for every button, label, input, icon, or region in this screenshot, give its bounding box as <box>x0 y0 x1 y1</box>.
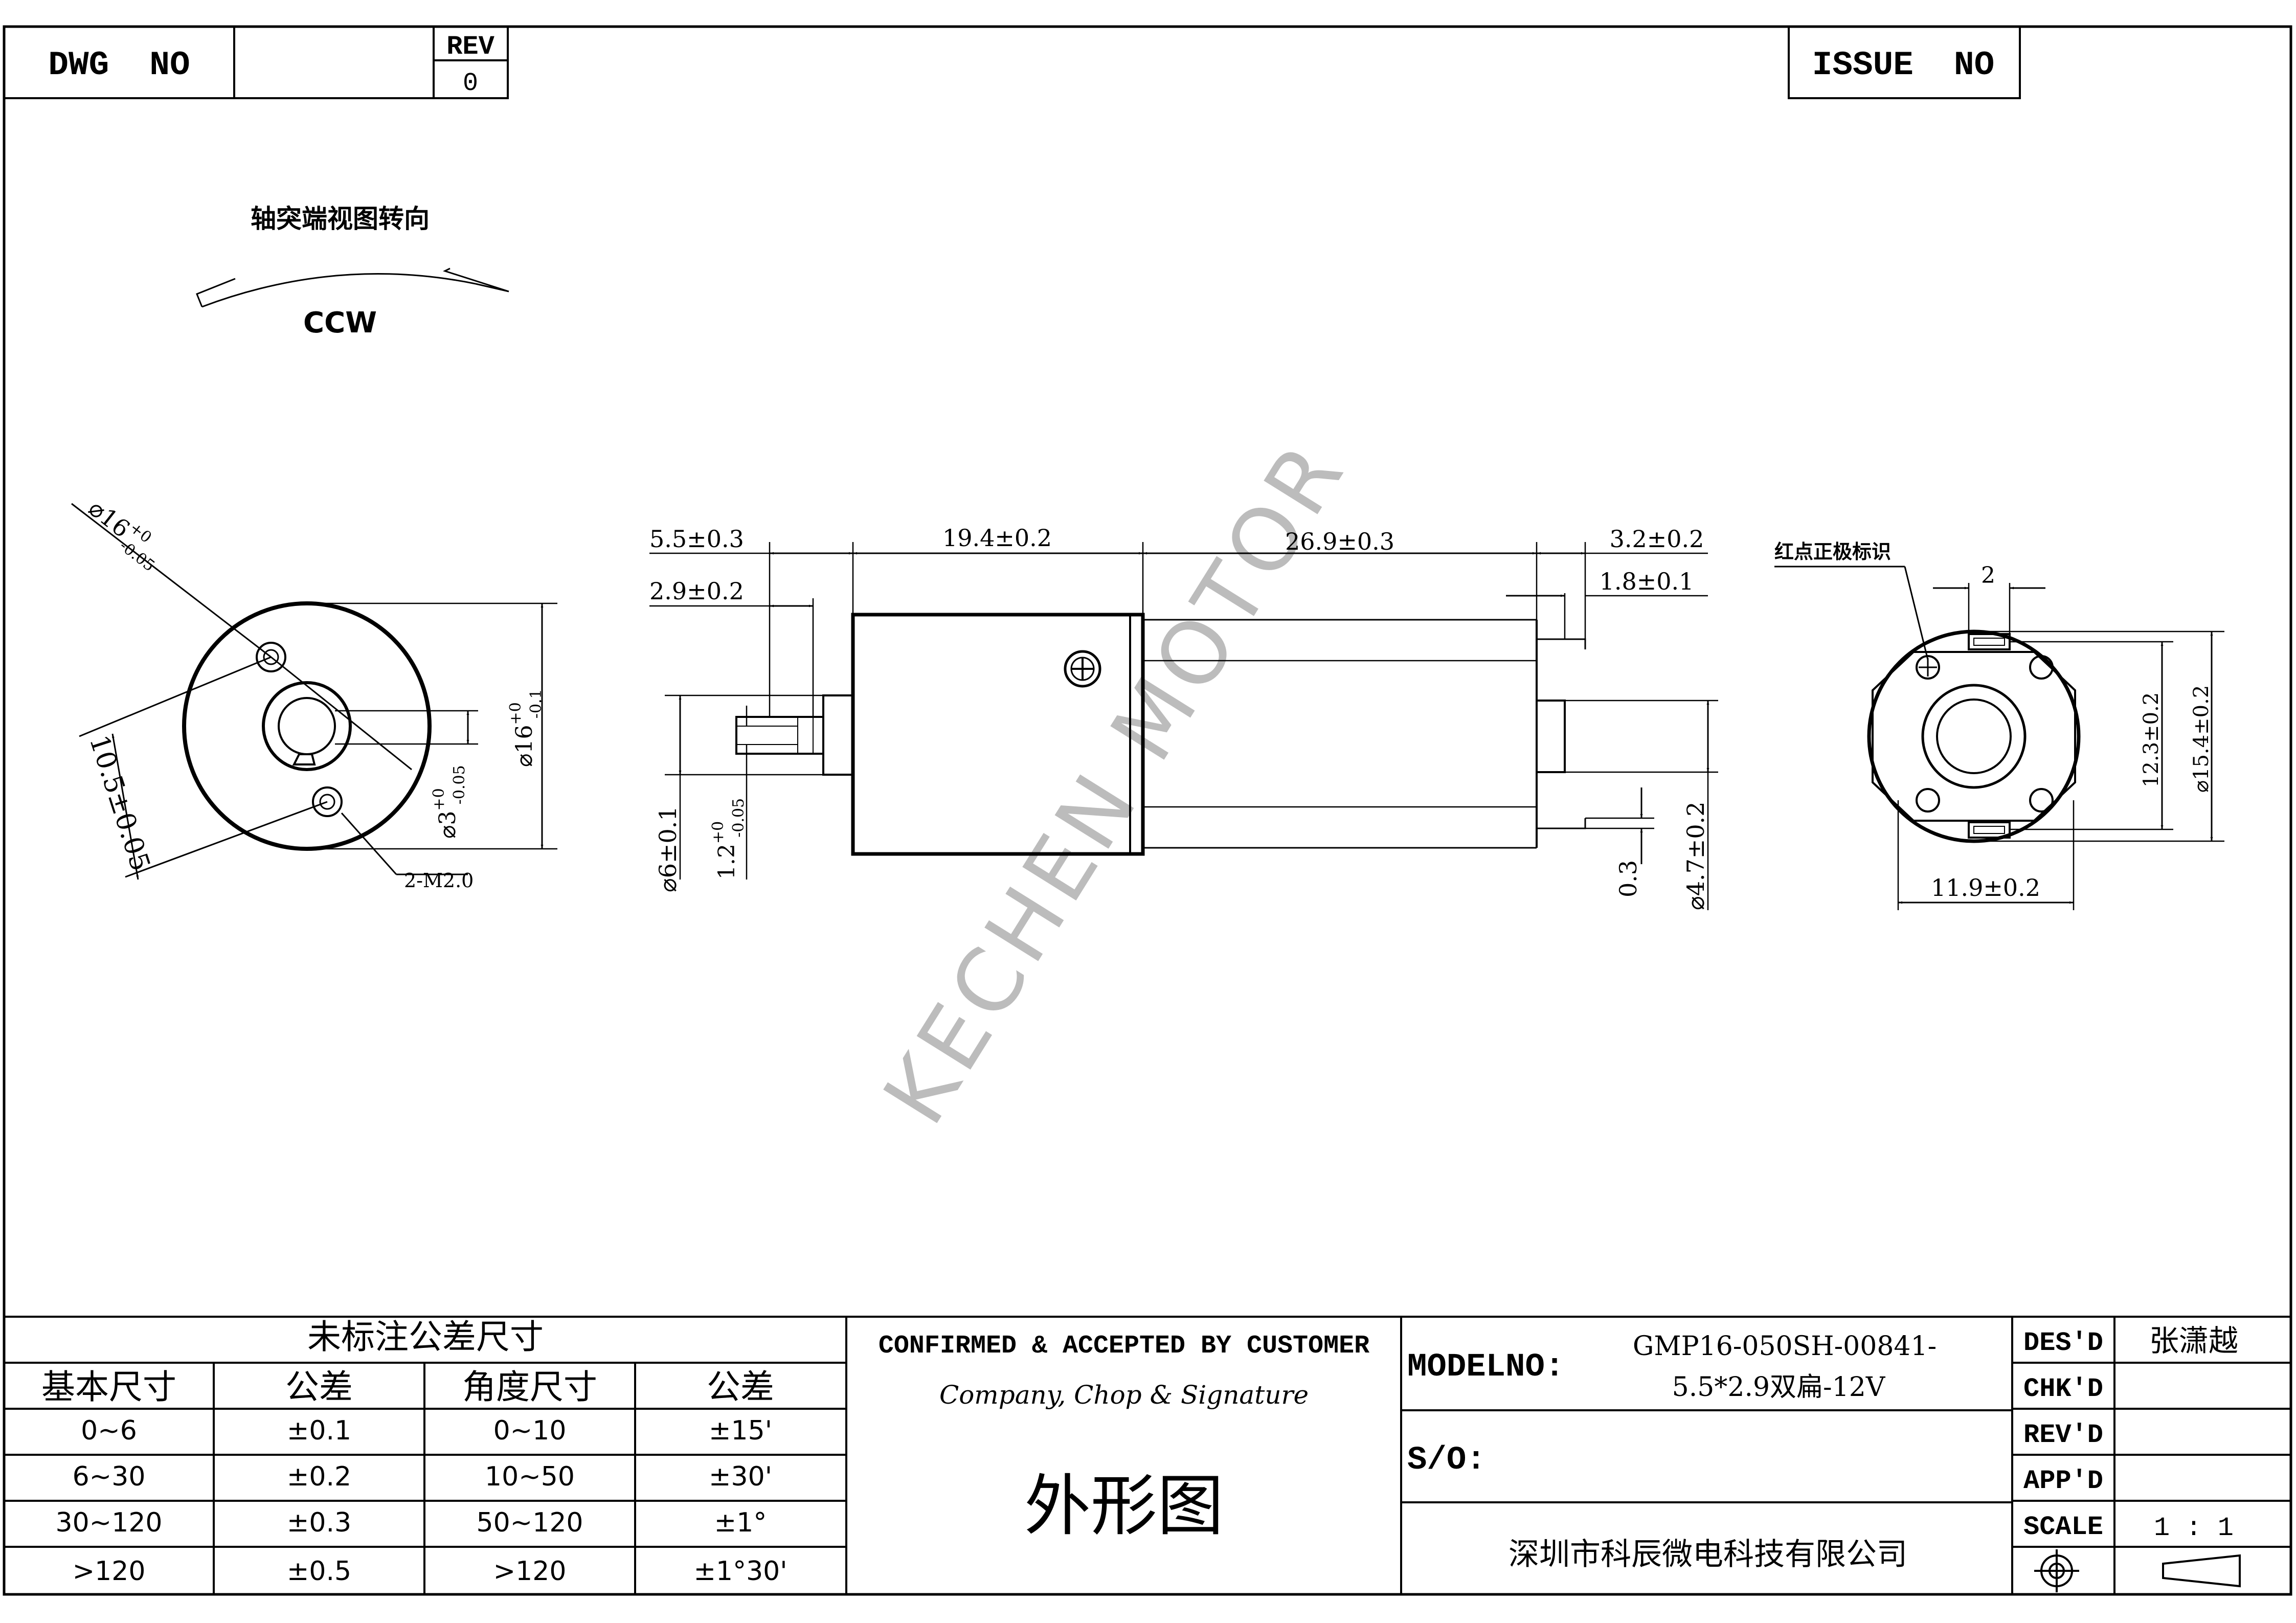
tol-header-angle: 角度尺寸 <box>462 1367 597 1407</box>
shaft-dia-up: +0 <box>430 788 448 810</box>
model-label: MODELNO: <box>1407 1349 1564 1386</box>
tol-cell: 0~6 <box>81 1415 137 1446</box>
tol-header-tol1: 公差 <box>285 1367 353 1407</box>
body-dia: ⌀16+0-0.1 <box>507 689 545 767</box>
terminal-thickness: 0.3 <box>1614 860 1642 897</box>
tol-cell: ±0.1 <box>287 1415 351 1446</box>
rev-value: 0 <box>463 69 478 98</box>
scale-value: 1 : 1 <box>2154 1513 2234 1543</box>
tol-cell: ±1°30' <box>693 1556 787 1587</box>
des-label: DES'D <box>2023 1328 2103 1358</box>
endcap-dia: ⌀15.4±0.2 <box>2190 685 2213 793</box>
boss-dia: ⌀6±0.1 <box>654 806 682 892</box>
tol-cell: 50~120 <box>477 1507 583 1538</box>
body-dia-low: -0.1 <box>527 689 545 718</box>
terminal-width: 2 <box>1981 562 1995 589</box>
thread-label: 2-M2.0 <box>404 869 474 892</box>
tol-cell: ±0.5 <box>287 1556 351 1587</box>
tol-cell: 6~30 <box>73 1461 146 1492</box>
side-view <box>649 542 1718 910</box>
flat-length: 2.9±0.2 <box>649 577 744 605</box>
title-block-grid <box>4 1316 2291 1594</box>
tol-cell: 30~120 <box>56 1507 163 1538</box>
flat-width-low: -0.05 <box>730 798 748 838</box>
flat-width: 1.2+0-0.05 <box>709 798 748 880</box>
border-frame <box>3 25 2292 1596</box>
shaft-dia: ⌀3+0-0.05 <box>430 765 468 839</box>
rear-boss-dia: ⌀4.7±0.2 <box>1682 801 1709 910</box>
svg-text:⌀16+0-0.05: ⌀16+0-0.05 <box>79 491 171 575</box>
outer-dia-low: -0.05 <box>116 537 158 575</box>
rotation-direction: CCW <box>303 306 377 340</box>
issue-no-label: ISSUE NO <box>1812 46 1994 84</box>
model-line1: GMP16-050SH-00841- <box>1633 1331 1937 1362</box>
tol-cell: ±0.2 <box>287 1461 351 1492</box>
hole-pitch: 10.5±0.05 <box>83 731 156 874</box>
svg-text:⌀16+0-0.1: ⌀16+0-0.1 <box>507 689 545 767</box>
front-view <box>71 503 557 880</box>
company-name: 深圳市科辰微电科技有限公司 <box>1509 1537 1907 1572</box>
gearbox-length: 19.4±0.2 <box>942 524 1052 552</box>
motor-length: 26.9±0.3 <box>1285 528 1394 555</box>
ccw-arrow-icon <box>196 267 509 308</box>
confirm-title: CONFIRMED & ACCEPTED BY CUSTOMER <box>879 1332 1369 1361</box>
header-block <box>3 26 2021 99</box>
tol-header-basic: 基本尺寸 <box>41 1367 176 1407</box>
svg-text:⌀3+0-0.05: ⌀3+0-0.05 <box>430 765 468 839</box>
tol-cell: ±30' <box>709 1461 772 1492</box>
tol-cell: 0~10 <box>493 1415 567 1446</box>
terminal-pitch: 11.9±0.2 <box>1931 874 2040 901</box>
terminal-span: 12.3±0.2 <box>2140 692 2163 787</box>
chk-label: CHK'D <box>2023 1374 2103 1404</box>
body-dia-up: +0 <box>507 702 525 725</box>
rotation-title: 轴突端视图转向 <box>251 204 430 234</box>
flat-width-up: +0 <box>709 821 727 844</box>
flat-width-main: 1.2 <box>714 844 740 880</box>
so-label: S/O: <box>1407 1442 1486 1479</box>
rear-view <box>1774 566 2224 910</box>
tol-header-tol2: 公差 <box>707 1367 774 1407</box>
body-dia-main: ⌀16 <box>511 725 537 767</box>
tol-cell: >120 <box>73 1556 146 1587</box>
tol-cell: ±15' <box>709 1415 772 1446</box>
des-value: 张潇越 <box>2149 1323 2238 1358</box>
svg-text:1.2+0-0.05: 1.2+0-0.05 <box>709 798 748 880</box>
projection-symbol-icon <box>2034 1549 2241 1592</box>
rev-label: REV <box>446 32 494 62</box>
dwg-no-label: DWG NO <box>48 46 190 84</box>
confirm-subtitle: Company, Chop & Signature <box>939 1380 1309 1410</box>
terminal-offset: 1.8±0.1 <box>1600 568 1694 595</box>
drawing-type: 外形图 <box>1024 1467 1224 1545</box>
shaft-length: 5.5±0.3 <box>649 525 744 553</box>
tol-cell: >120 <box>493 1556 567 1587</box>
scale-label: SCALE <box>2023 1512 2103 1542</box>
outer-dia-main: ⌀16 <box>83 494 135 543</box>
shaft-dia-main: ⌀3 <box>435 811 461 839</box>
shaft-dia-low: -0.05 <box>451 765 468 804</box>
front-outer-dia: ⌀16+0-0.05 <box>79 491 171 575</box>
tolerance-title: 未标注公差尺寸 <box>307 1317 544 1357</box>
polarity-note: 红点正极标识 <box>1774 540 1891 563</box>
tol-cell: 10~50 <box>485 1461 575 1492</box>
terminal-length: 3.2±0.2 <box>1610 525 1704 553</box>
app-label: APP'D <box>2023 1466 2103 1496</box>
rev-label-block: REV'D <box>2023 1420 2103 1450</box>
tol-cell: ±0.3 <box>287 1507 351 1538</box>
model-line2: 5.5*2.9双扁-12V <box>1672 1372 1886 1403</box>
tol-cell: ±1° <box>714 1507 767 1538</box>
